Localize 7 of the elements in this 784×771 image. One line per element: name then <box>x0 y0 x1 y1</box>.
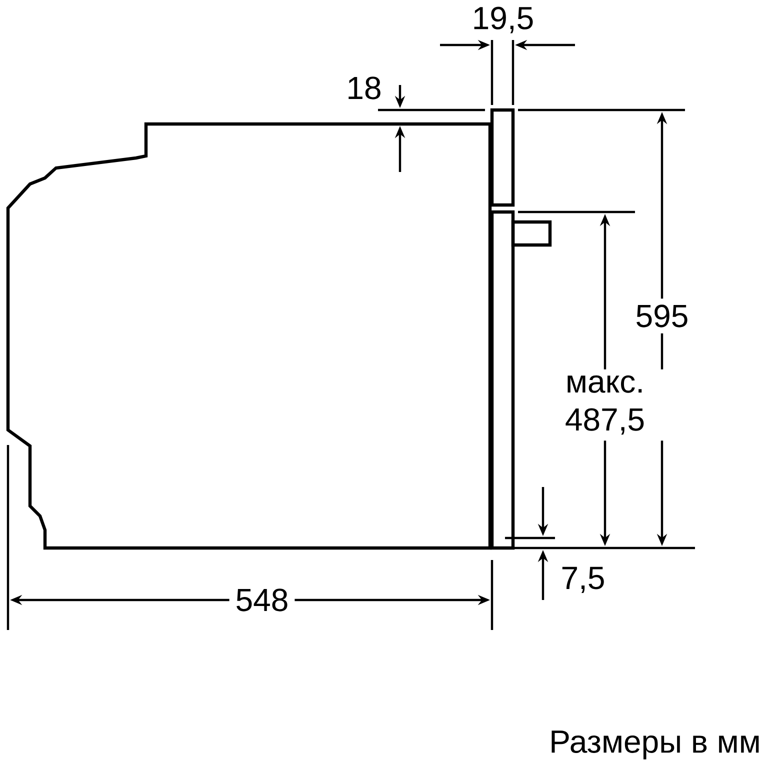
note-text: Размеры в мм <box>552 730 759 760</box>
dimension-label: 7,5 <box>562 566 604 594</box>
dimension-label: 19,5 <box>474 6 533 34</box>
dimension-label: 595 <box>629 298 695 334</box>
dimension-label: 18 <box>348 76 380 100</box>
dimension-label: макс. 487,5 <box>544 369 666 441</box>
dimension-label: 548 <box>229 582 295 618</box>
